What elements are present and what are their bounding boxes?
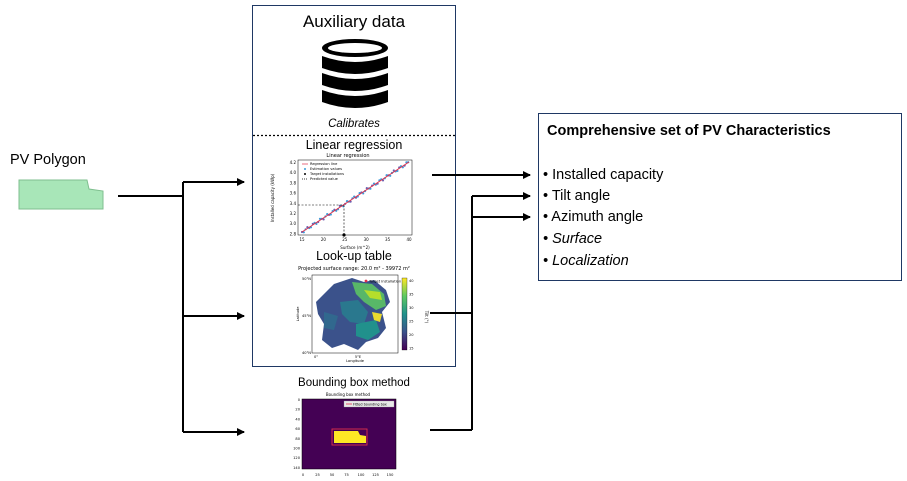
characteristic-azimuth-angle: • Azimuth angle: [543, 209, 644, 225]
lr-xtick: 35: [385, 237, 391, 242]
linear-regression-label: Linear regression: [305, 138, 403, 152]
characteristic-tilt-angle: • Tilt angle: [543, 188, 611, 204]
bb-legend: Fitted bounding box: [353, 403, 387, 407]
lr-point: [365, 187, 368, 190]
lut-cbar-tick: 25: [409, 320, 414, 324]
lr-legend-entry: Predicted value: [310, 177, 339, 181]
calibrates-caption: Calibrates: [328, 118, 380, 130]
bb-ytick: 120: [293, 456, 301, 460]
lut-ytick: 40°N: [302, 351, 311, 355]
lr-xlabel: Surface (m^2): [340, 245, 370, 250]
lut-cbar-tick: 20: [409, 333, 414, 337]
lr-ytick: 3.6: [290, 191, 297, 196]
bb-ytick: 60: [295, 427, 300, 431]
bb-xtick: 150: [387, 473, 395, 477]
characteristic-localization: • Localization: [543, 253, 629, 269]
bb-ytick: 140: [293, 466, 301, 470]
characteristics-title: Comprehensive set of PV Characteristics: [547, 123, 831, 139]
lr-legend-entry: Target installations: [309, 172, 344, 176]
lr-point: [322, 218, 325, 221]
bounding-box-plot: Bounding box method Fitted bounding box …: [293, 392, 397, 477]
lr-ytick: 3.0: [290, 221, 297, 226]
bb-xtick: 0: [302, 473, 305, 477]
bb-xtick: 125: [372, 473, 379, 477]
database-icon: [322, 39, 388, 108]
bb-plot-title: Bounding box method: [326, 392, 371, 397]
lr-xtick: 30: [364, 237, 370, 242]
lr-ytick: 3.8: [290, 180, 297, 185]
lr-ytick: 3.2: [290, 211, 297, 216]
bb-ytick: 20: [295, 408, 300, 412]
lr-legend-entry: Regression line: [310, 162, 338, 166]
lookup-table-plot: 40 35 30 25 20 15 Tilt (°) 50°N 45°N 40°N 0° 5°E…: [296, 274, 429, 363]
lr-ylabel: Installed capacity (kWp): [270, 173, 275, 222]
lr-ytick: 4.0: [290, 170, 297, 175]
lr-ytick: 3.4: [290, 201, 297, 206]
lut-cbar-tick: 30: [409, 306, 414, 310]
bounding-box-label: Bounding box method: [298, 377, 410, 389]
characteristic-installed-capacity: • Installed capacity: [543, 167, 664, 183]
lut-ytick: 45°N: [302, 314, 311, 318]
bb-ytick: 0: [298, 398, 301, 402]
lr-legend-marker: [304, 173, 306, 175]
lookup-table-label: Look-up table: [316, 249, 392, 263]
bb-xtick: 100: [358, 473, 366, 477]
characteristics-box: Comprehensive set of PV Characteristics …: [538, 113, 902, 281]
divider: [253, 134, 455, 137]
lut-legend: Target installation: [368, 280, 401, 284]
lut-ylabel: Latitude: [296, 306, 300, 322]
pv-polygon-shape: [18, 179, 104, 210]
linear-regression-plot: Linear regression 4.2 4.0 3.8 3.6 3.4 3.2 3.0 2…: [270, 153, 413, 250]
lr-xtick: 15: [299, 237, 305, 242]
lr-xtick: 20: [321, 237, 327, 242]
lookup-subtitle: Projected surface range: 20.0 m² - 39972…: [298, 266, 410, 272]
lr-ytick: 4.2: [290, 160, 297, 165]
lr-xtick: 40: [406, 237, 412, 242]
bb-ytick: 80: [295, 437, 300, 441]
bb-xtick: 75: [344, 473, 349, 477]
lut-cbar-tick: 15: [409, 347, 414, 351]
bb-xtick: 50: [330, 473, 335, 477]
lut-cbar-tick: 35: [409, 293, 414, 297]
auxiliary-data-title: Auxiliary data: [302, 12, 406, 31]
lut-cbar-tick: 40: [409, 279, 414, 283]
lr-ytick: 2.8: [290, 231, 297, 236]
lr-legend-marker: [304, 168, 306, 170]
lr-xtick: 25: [342, 237, 348, 242]
bb-ytick: 40: [295, 417, 300, 421]
lut-ytick: 50°N: [302, 277, 311, 281]
characteristic-surface: • Surface: [543, 231, 603, 247]
lr-plot-title: Linear regression: [326, 153, 369, 159]
auxiliary-data-box: [252, 5, 456, 367]
bb-xtick: 25: [315, 473, 320, 477]
lut-cbar-label: Tilt (°): [424, 310, 429, 324]
lut-xtick: 0°: [314, 355, 318, 359]
lr-legend-entry: Estimation values: [310, 167, 342, 171]
bb-ytick: 100: [293, 447, 301, 451]
lut-xlabel: Longitude: [346, 359, 365, 363]
pv-polygon-label: PV Polygon: [10, 152, 86, 168]
lut-xtick: 5°E: [355, 355, 362, 359]
